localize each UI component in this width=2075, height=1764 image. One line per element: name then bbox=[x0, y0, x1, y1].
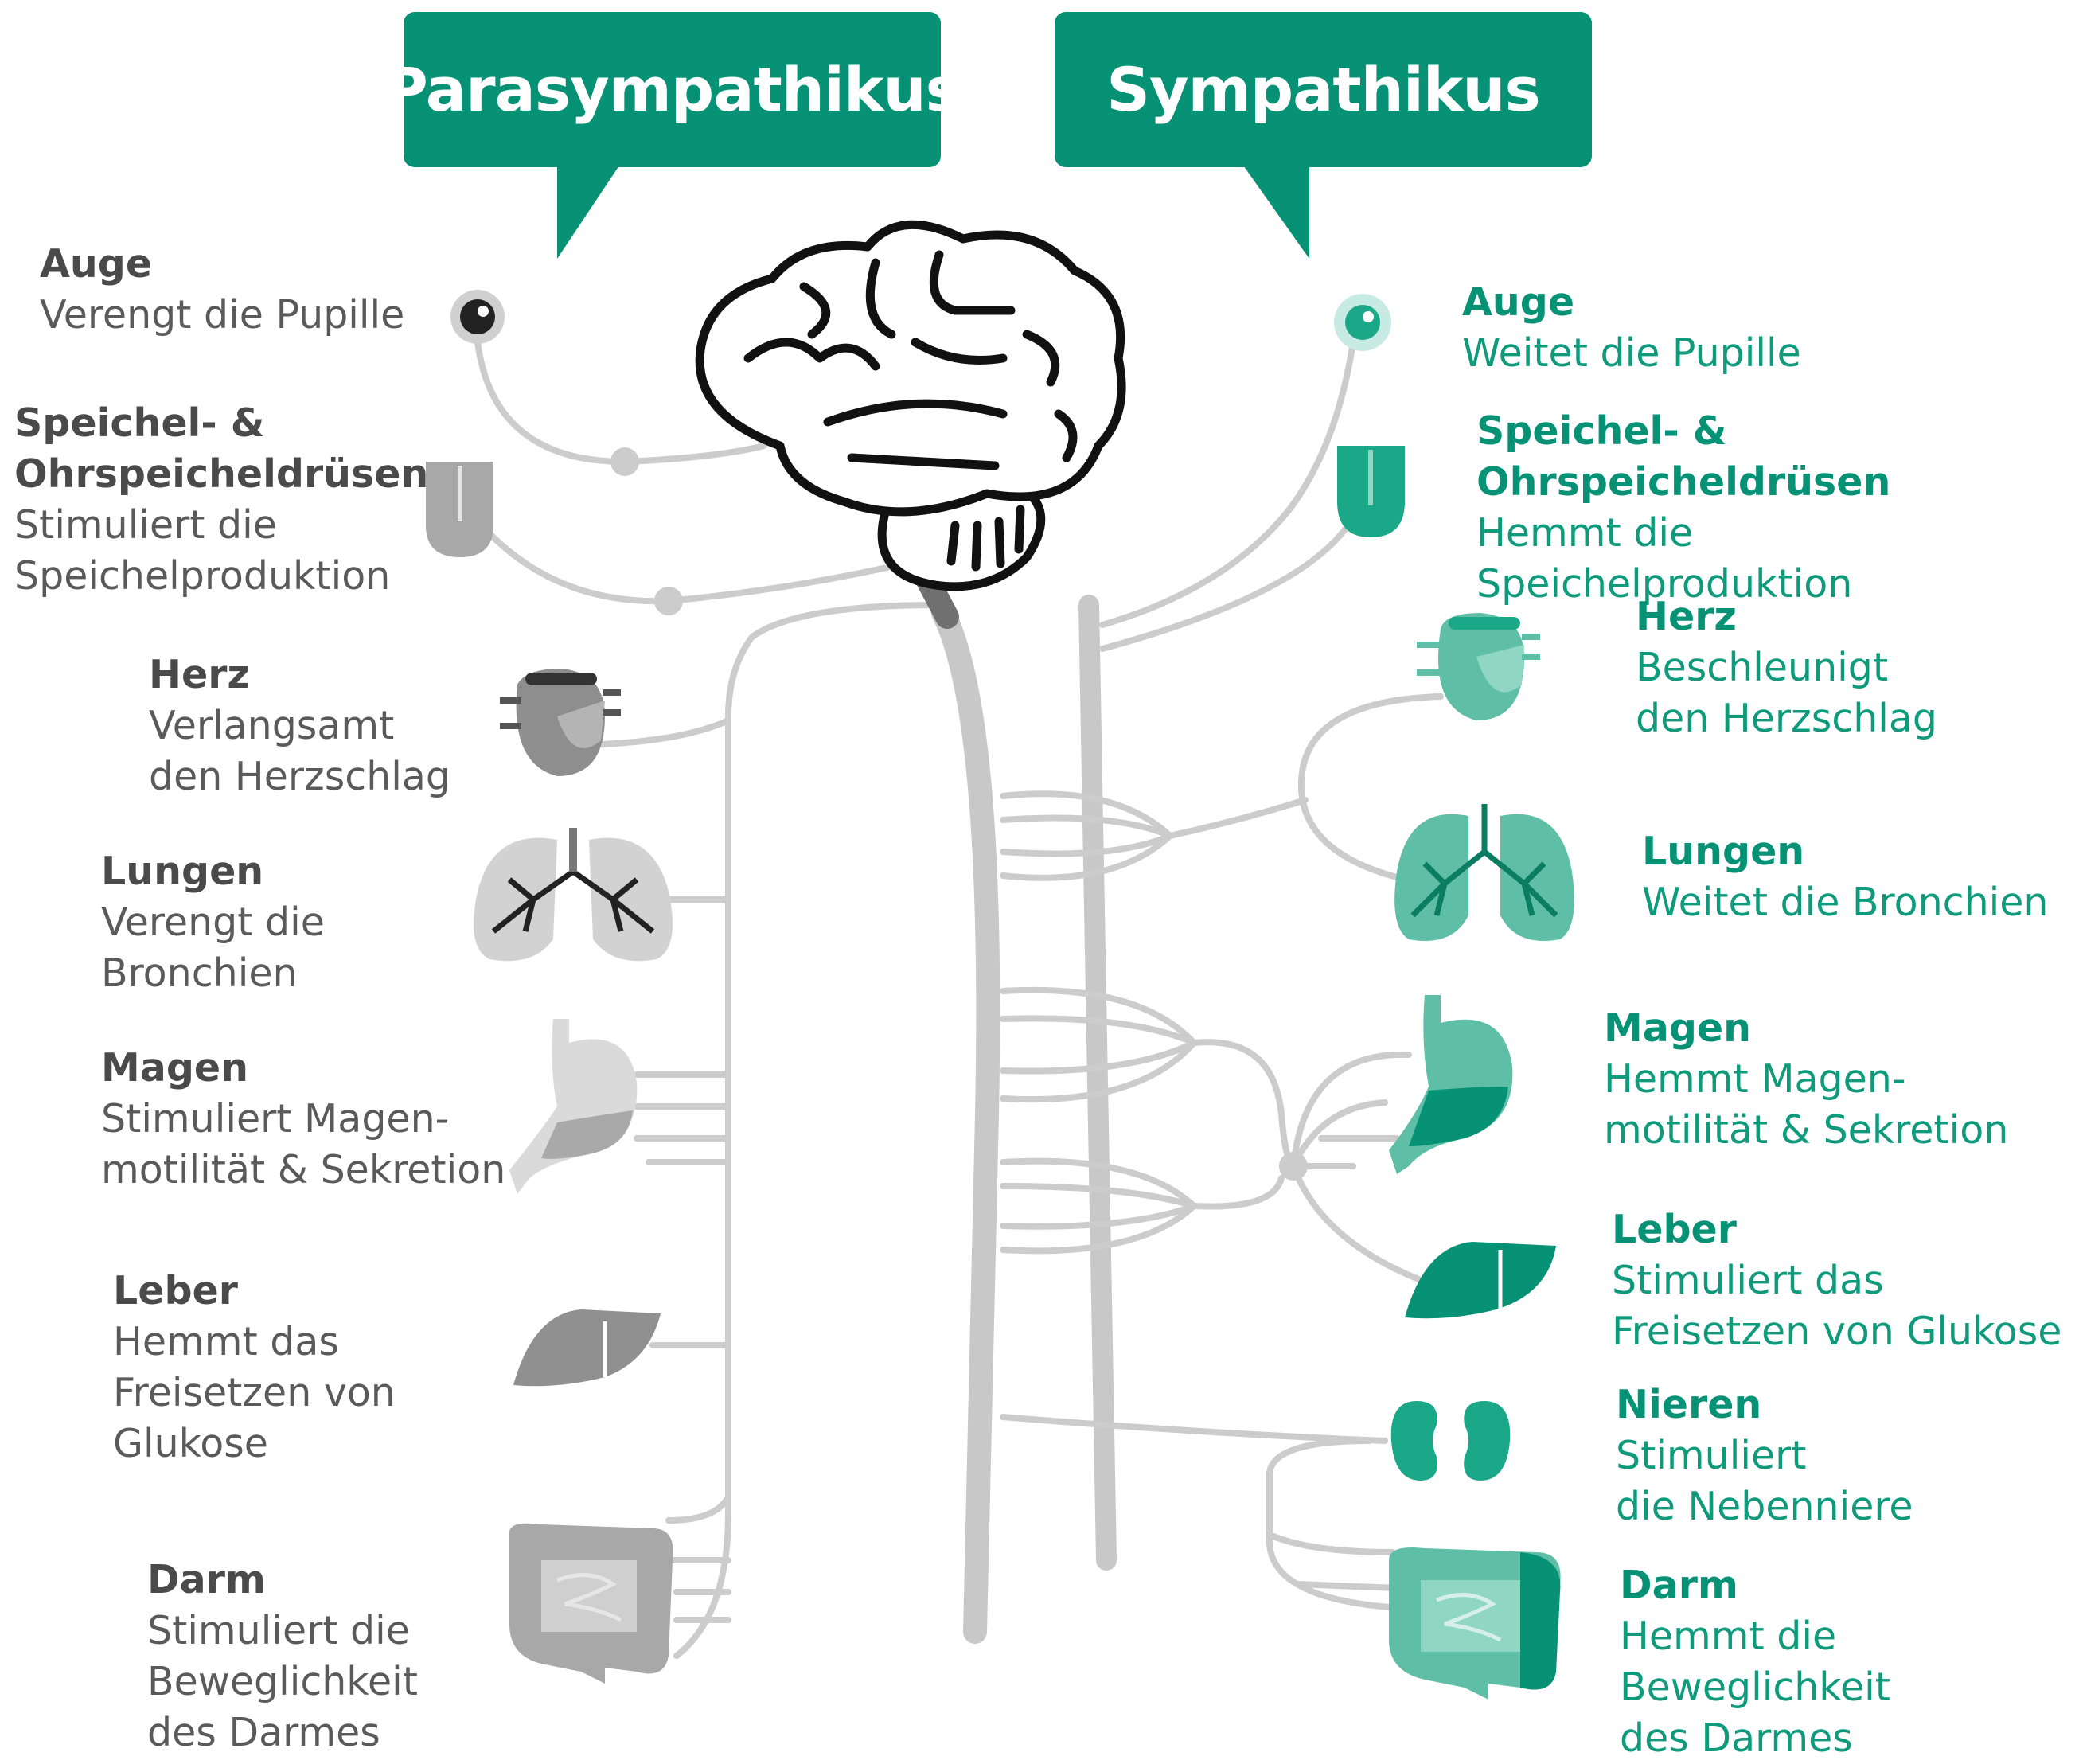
para-stomach-desc: Stimuliert Magen- motilität & Sekretion bbox=[101, 1094, 505, 1196]
symp-heart-desc: Beschleunigt den Herzschlag bbox=[1636, 642, 1937, 744]
para-heart-icon bbox=[500, 669, 621, 776]
symp-intestine-desc: Hemmt die Beweglichkeit des Darmes bbox=[1620, 1611, 1890, 1764]
sympathetic-header-text: Sympathikus bbox=[1106, 54, 1540, 125]
symp-lungs-icon bbox=[1394, 804, 1574, 941]
parasympathetic-bubble-tail bbox=[557, 163, 621, 259]
symp-kidneys-title: Nieren bbox=[1616, 1380, 1913, 1430]
para-intestine-title: Darm bbox=[147, 1555, 418, 1606]
symp-kidneys-desc: Stimuliert die Nebenniere bbox=[1616, 1430, 1913, 1532]
symp-label-intestine: Darm Hemmt die Beweglichkeit des Darmes bbox=[1620, 1560, 1890, 1764]
symp-heart-title: Herz bbox=[1636, 591, 1937, 642]
sympathetic-header: Sympathikus bbox=[1055, 12, 1592, 167]
para-label-lungs: Lungen Verengt die Bronchien bbox=[101, 846, 325, 999]
symp-label-liver: Leber Stimuliert das Freisetzen von Gluk… bbox=[1612, 1204, 2061, 1357]
symp-salivary-title: Speichel- & Ohrspeicheldrüsen bbox=[1476, 406, 2075, 508]
symp-intestine-icon bbox=[1389, 1547, 1561, 1700]
symp-lungs-desc: Weitet die Bronchien bbox=[1642, 877, 2048, 928]
symp-tongue-icon bbox=[1337, 446, 1405, 537]
para-lungs-title: Lungen bbox=[101, 846, 325, 897]
para-heart-title: Herz bbox=[149, 650, 450, 701]
para-liver-title: Leber bbox=[113, 1266, 396, 1317]
symp-label-lungs: Lungen Weitet die Bronchien bbox=[1642, 826, 2048, 928]
para-label-intestine: Darm Stimuliert die Beweglichkeit des Da… bbox=[147, 1555, 418, 1758]
symp-liver-title: Leber bbox=[1612, 1204, 2061, 1255]
symp-eye-icon bbox=[1334, 294, 1391, 351]
symp-liver-icon bbox=[1405, 1242, 1556, 1318]
symp-label-heart: Herz Beschleunigt den Herzschlag bbox=[1636, 591, 1937, 744]
para-label-stomach: Magen Stimuliert Magen- motilität & Sekr… bbox=[101, 1043, 505, 1196]
spinal-cord bbox=[943, 613, 988, 1632]
symp-heart-icon bbox=[1417, 613, 1540, 720]
symp-lungs-title: Lungen bbox=[1642, 826, 2048, 877]
symp-kidneys-icon bbox=[1391, 1401, 1510, 1481]
para-heart-desc: Verlangsamt den Herzschlag bbox=[149, 701, 450, 802]
para-intestine-desc: Stimuliert die Beweglichkeit des Darmes bbox=[147, 1606, 418, 1758]
para-label-liver: Leber Hemmt das Freisetzen von Glukose bbox=[113, 1266, 396, 1469]
symp-stomach-desc: Hemmt Magen- motilität & Sekretion bbox=[1604, 1054, 2008, 1156]
symp-intestine-title: Darm bbox=[1620, 1560, 1890, 1611]
symp-label-kidneys: Nieren Stimuliert die Nebenniere bbox=[1616, 1380, 1913, 1532]
para-lungs-desc: Verengt die Bronchien bbox=[101, 897, 325, 999]
para-eye-icon bbox=[450, 290, 505, 344]
para-intestine-icon bbox=[509, 1524, 673, 1684]
symp-liver-desc: Stimuliert das Freisetzen von Glukose bbox=[1612, 1255, 2061, 1357]
para-label-eye: Auge Verengt die Pupille bbox=[40, 239, 404, 341]
para-label-heart: Herz Verlangsamt den Herzschlag bbox=[149, 650, 450, 802]
para-liver-icon bbox=[513, 1309, 661, 1386]
sympathetic-bubble-tail bbox=[1242, 163, 1309, 259]
symp-stomach-title: Magen bbox=[1604, 1003, 2008, 1054]
para-salivary-desc: Stimuliert die Speichelproduktion bbox=[14, 500, 428, 602]
nerve-lines bbox=[478, 342, 939, 1656]
brain-icon bbox=[700, 224, 1121, 587]
parasympathetic-header: Parasympathikus bbox=[404, 12, 941, 167]
para-salivary-title: Speichel- & Ohrspeicheldrüsen bbox=[14, 398, 428, 500]
para-liver-desc: Hemmt das Freisetzen von Glukose bbox=[113, 1317, 396, 1469]
symp-label-eye: Auge Weitet die Pupille bbox=[1462, 277, 1801, 379]
parasympathetic-header-text: Parasympathikus bbox=[384, 54, 961, 125]
para-lungs-icon bbox=[474, 828, 673, 961]
symp-stomach-icon bbox=[1389, 995, 1512, 1174]
para-tongue-icon bbox=[426, 462, 493, 557]
symp-eye-title: Auge bbox=[1462, 277, 1801, 328]
para-label-salivary: Speichel- & Ohrspeicheldrüsen Stimuliert… bbox=[14, 398, 428, 602]
para-eye-title: Auge bbox=[40, 239, 404, 290]
para-stomach-icon bbox=[509, 1019, 637, 1194]
para-stomach-title: Magen bbox=[101, 1043, 505, 1094]
symp-eye-desc: Weitet die Pupille bbox=[1462, 328, 1801, 379]
symp-label-stomach: Magen Hemmt Magen- motilität & Sekretion bbox=[1604, 1003, 2008, 1156]
sympathetic-chain bbox=[1089, 605, 1106, 1560]
symp-label-salivary: Speichel- & Ohrspeicheldrüsen Hemmt die … bbox=[1476, 406, 2075, 610]
para-eye-desc: Verengt die Pupille bbox=[40, 290, 404, 341]
